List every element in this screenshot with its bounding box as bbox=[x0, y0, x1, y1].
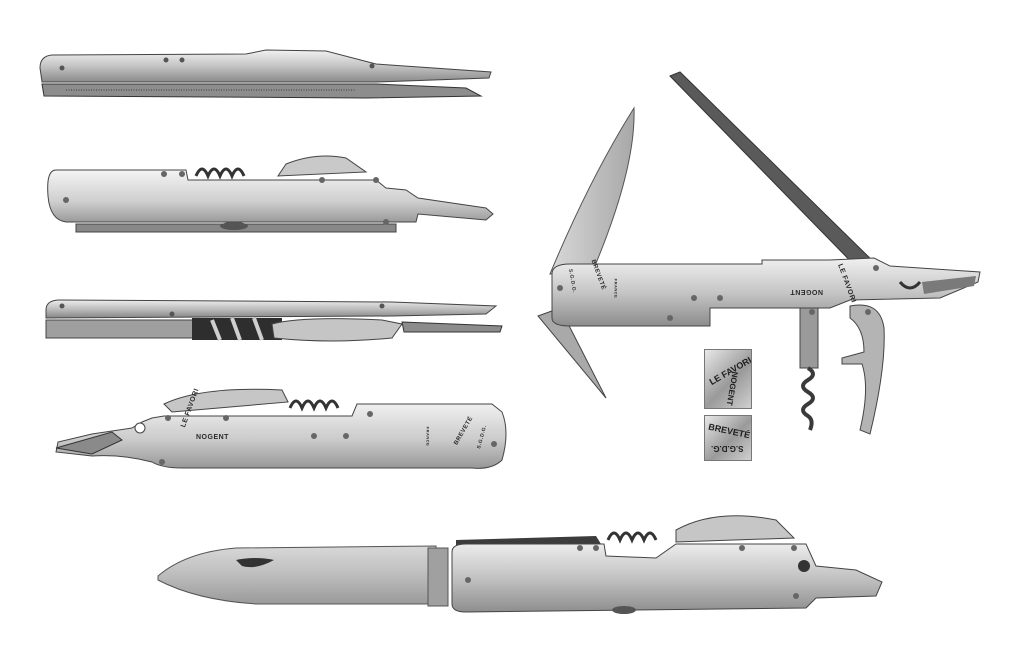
engraving-town: NOGENT bbox=[196, 434, 229, 441]
detail-stamp-maker: LE FAVORI NOGENT bbox=[704, 349, 752, 409]
engraving-origin: FRANCE bbox=[425, 426, 431, 447]
detail-stamp-patent: BREVETÉ S.G.D.G. bbox=[704, 415, 752, 461]
engraving-origin: FRANCE bbox=[613, 278, 619, 299]
stamp-patent-line1: BREVETÉ bbox=[707, 421, 752, 441]
knife-front-closed-corkscrew bbox=[46, 150, 496, 240]
knife-3-graphic bbox=[45, 299, 503, 342]
main-blade bbox=[549, 106, 635, 275]
knife-back-engraved: LE FAVORI NOGENT FRANCE BREVETÉ S.G.D.G. bbox=[52, 382, 512, 474]
knife-2-graphic bbox=[47, 155, 494, 233]
knife-4-graphic bbox=[55, 388, 507, 469]
engraving-town: NOGENT bbox=[790, 288, 823, 295]
file-blade bbox=[669, 71, 881, 277]
knife-1-graphic bbox=[39, 49, 492, 99]
knife-side-profile-closed bbox=[36, 48, 496, 104]
spike-blade bbox=[537, 307, 607, 399]
knife-6-graphic bbox=[537, 71, 981, 435]
knife-fully-open: BREVETÉ S.G.D.G. FRANCE LE FAVORI NOGENT bbox=[530, 68, 990, 448]
knife-side-profile-corkscrew bbox=[42, 294, 507, 348]
stamp-patent-line2: S.G.D.G. bbox=[711, 444, 744, 453]
knife-blade-open bbox=[156, 508, 886, 620]
knife-5-graphic bbox=[157, 515, 883, 614]
